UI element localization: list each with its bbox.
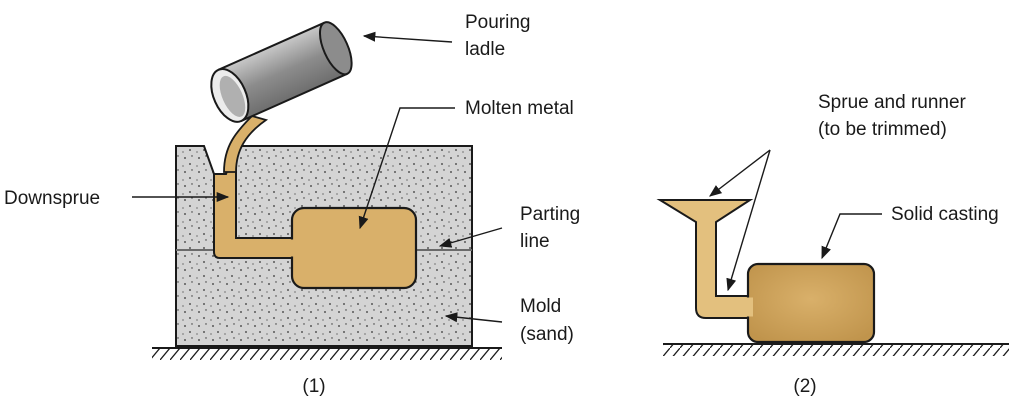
label-pouring-ladle-2: ladle [465, 39, 505, 60]
leader-solid-casting [821, 213, 882, 260]
label-pouring-ladle-1: Pouring [465, 12, 531, 33]
label-solid-casting: Solid casting [891, 204, 999, 225]
label-sprue-runner-1: Sprue and runner [818, 92, 967, 113]
panel-1: Pouring ladle Molten metal Downsprue Par… [4, 12, 580, 397]
leader-sprue-2 [726, 149, 771, 292]
ground-1 [152, 347, 502, 360]
panel-2: Sprue and runner (to be trimmed) Solid c… [656, 92, 1009, 397]
downsprue-channel [213, 145, 297, 259]
label-mold-2: (sand) [520, 324, 574, 345]
leader-sprue-1 [709, 149, 771, 197]
label-mold-1: Mold [520, 296, 561, 317]
molten-metal-stream [223, 114, 269, 173]
leader-mold [444, 312, 503, 323]
leader-molten-metal [358, 107, 455, 230]
solid-casting [746, 262, 876, 344]
label-downsprue: Downsprue [4, 188, 100, 209]
label-parting-line-1: Parting [520, 204, 580, 225]
mold-cavity-molten-metal [290, 206, 418, 290]
sprue-and-runner [656, 199, 754, 319]
leader-pouring-ladle [362, 31, 453, 43]
ground-2 [663, 343, 1009, 356]
caption-panel-1: (1) [302, 376, 325, 397]
caption-panel-2: (2) [793, 376, 816, 397]
label-sprue-runner-2: (to be trimmed) [818, 119, 947, 140]
leader-parting-line [438, 227, 503, 248]
label-parting-line-2: line [520, 231, 550, 252]
label-molten-metal: Molten metal [465, 98, 574, 119]
pouring-ladle [210, 21, 353, 123]
